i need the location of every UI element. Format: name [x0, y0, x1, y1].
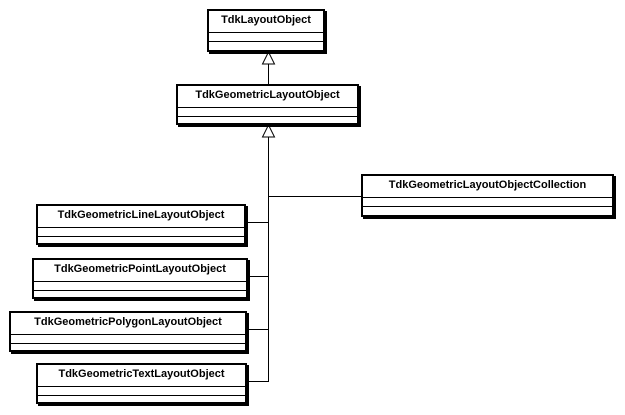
inheritance-arrowhead-icon [261, 50, 276, 65]
class-attributes-compartment [11, 335, 245, 344]
class-box-geometric-point-layout-object: TdkGeometricPointLayoutObject [32, 258, 248, 299]
class-name: TdkLayoutObject [209, 11, 323, 33]
class-name: TdkGeometricPolygonLayoutObject [11, 313, 245, 335]
class-name: TdkGeometricLayoutObjectCollection [363, 176, 612, 198]
class-attributes-compartment [363, 198, 612, 207]
class-box-geometric-text-layout-object: TdkGeometricTextLayoutObject [36, 363, 247, 404]
class-box-geometric-layout-object: TdkGeometricLayoutObject [176, 84, 359, 125]
inheritance-arrowhead-icon [261, 123, 276, 138]
class-operations-compartment [38, 396, 245, 404]
class-box-geometric-line-layout-object: TdkGeometricLineLayoutObject [36, 204, 246, 245]
class-operations-compartment [38, 237, 244, 245]
class-attributes-compartment [209, 33, 323, 42]
class-operations-compartment [11, 344, 245, 352]
class-name: TdkGeometricLayoutObject [178, 86, 357, 108]
class-box-geometric-polygon-layout-object: TdkGeometricPolygonLayoutObject [9, 311, 247, 352]
class-name: TdkGeometricLineLayoutObject [38, 206, 244, 228]
class-attributes-compartment [178, 108, 357, 117]
class-name: TdkGeometricPointLayoutObject [34, 260, 246, 282]
class-name: TdkGeometricTextLayoutObject [38, 365, 245, 387]
class-operations-compartment [209, 42, 323, 50]
class-box-layout-object: TdkLayoutObject [207, 9, 325, 52]
class-operations-compartment [178, 117, 357, 125]
class-attributes-compartment [34, 282, 246, 291]
class-attributes-compartment [38, 387, 245, 396]
class-operations-compartment [363, 207, 612, 215]
class-attributes-compartment [38, 228, 244, 237]
class-operations-compartment [34, 291, 246, 299]
class-box-geometric-layout-object-collection: TdkGeometricLayoutObjectCollection [361, 174, 614, 217]
